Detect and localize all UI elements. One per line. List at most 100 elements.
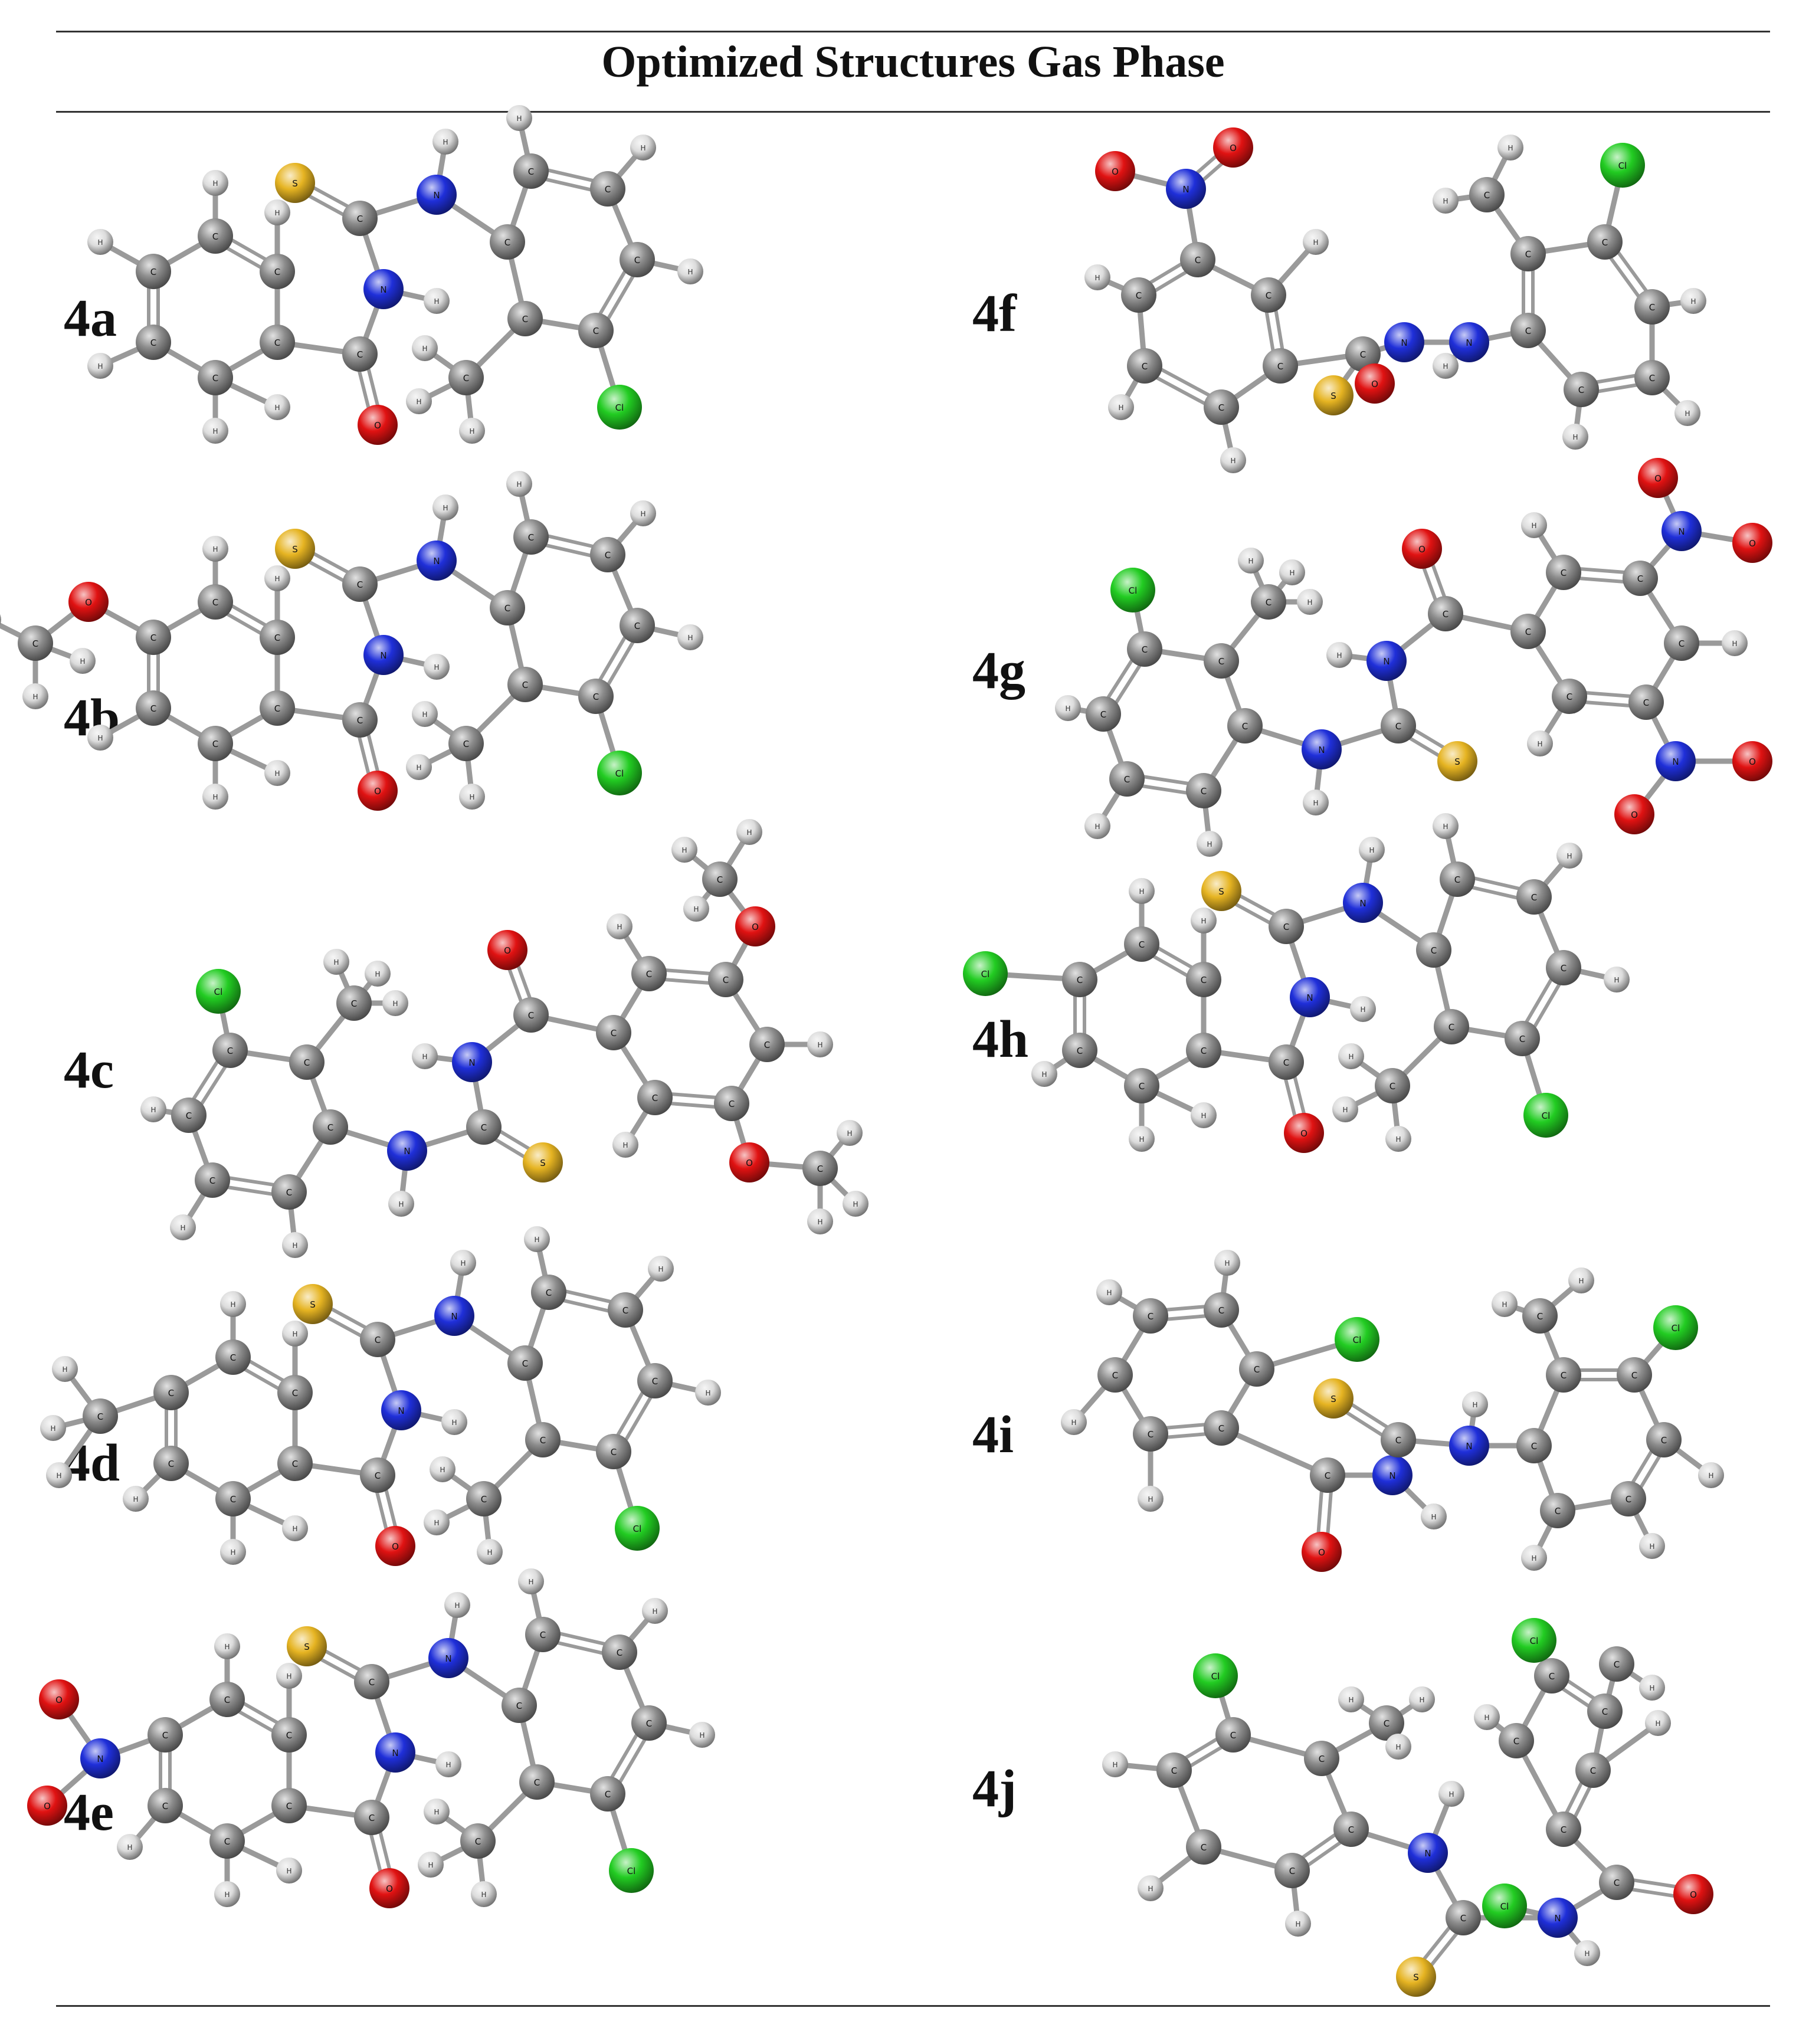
atom-c	[1416, 932, 1451, 968]
label-4j: 4j	[972, 1760, 1017, 1818]
atom-symbol: C	[304, 1057, 310, 1068]
atom-h	[1562, 424, 1588, 450]
atom-symbol: H	[392, 1000, 398, 1008]
atom-symbol: O	[504, 945, 511, 956]
atom-o	[369, 1868, 409, 1908]
atom-c	[1086, 696, 1121, 732]
atom-cl	[196, 969, 241, 1014]
atom-symbol: C	[327, 1122, 333, 1133]
atom-symbol: Cl	[627, 1866, 636, 1876]
atom-o	[729, 1142, 769, 1182]
atom-s	[1201, 871, 1241, 911]
atom-h	[87, 353, 113, 379]
table-bottom-rule	[56, 2005, 1770, 2007]
atom-cl	[597, 385, 642, 430]
atom-symbol: H	[1732, 640, 1737, 648]
atom-s	[293, 1284, 333, 1324]
atom-symbol: C	[1460, 1913, 1466, 1924]
atom-symbol: C	[593, 326, 599, 336]
atom-symbol: H	[422, 345, 427, 353]
atom-c	[171, 1098, 207, 1133]
atom-symbol: H	[1369, 846, 1374, 854]
atom-symbol: C	[605, 1789, 611, 1800]
atom-symbol: H	[1295, 1920, 1300, 1928]
atom-symbol: N	[1466, 338, 1472, 348]
atom-symbol: C	[1561, 568, 1567, 578]
atom-c	[1440, 862, 1475, 897]
atom-h	[424, 654, 450, 680]
atom-c	[1186, 1033, 1221, 1068]
atom-o	[1284, 1113, 1324, 1153]
atom-c	[1510, 236, 1546, 271]
atom-h	[1497, 135, 1523, 160]
atom-symbol: C	[475, 1836, 481, 1847]
atom-symbol: H	[1106, 1289, 1112, 1297]
atom-h	[1238, 548, 1264, 574]
atom-symbol: H	[1443, 823, 1448, 831]
atom-symbol: C	[1266, 290, 1271, 301]
atom-symbol: C	[652, 1093, 658, 1103]
atom-symbol: C	[1484, 190, 1490, 201]
atom-symbol: C	[1201, 1842, 1207, 1853]
atom-symbol: C	[1631, 1370, 1637, 1381]
atom-symbol: N	[404, 1146, 410, 1157]
atom-symbol: H	[1139, 1135, 1144, 1144]
atom-symbol: C	[150, 267, 156, 277]
atom-symbol: C	[1139, 1081, 1145, 1092]
atom-h	[430, 1456, 455, 1482]
atom-symbol: H	[212, 179, 218, 188]
atom-c	[466, 1109, 502, 1145]
atom-symbol: H	[440, 1466, 445, 1474]
atom-symbol: C	[1567, 692, 1572, 702]
atom-symbol: H	[1348, 1053, 1354, 1061]
atom-c	[1274, 1853, 1310, 1888]
atom-symbol: C	[1614, 1659, 1620, 1670]
atom-c	[1127, 631, 1162, 667]
atom-symbol: Cl	[633, 1524, 642, 1534]
atom-symbol: C	[168, 1388, 174, 1398]
atom-symbol: O	[1631, 810, 1638, 820]
atom-symbol: H	[746, 828, 752, 837]
atom-symbol: H	[1336, 651, 1342, 660]
atom-c	[1534, 1658, 1569, 1693]
atom-n	[1302, 729, 1342, 769]
atom-symbol: C	[209, 1175, 215, 1186]
atom-cl	[609, 1848, 654, 1893]
atom-h	[0, 614, 1, 625]
atom-symbol: Cl	[1353, 1335, 1362, 1345]
atom-c	[596, 1015, 631, 1050]
atom-c	[1540, 1493, 1575, 1528]
atom-c	[637, 1363, 673, 1398]
atom-symbol: C	[369, 1813, 375, 1823]
atom-symbol: N	[1383, 656, 1389, 667]
atom-symbol: H	[1690, 297, 1696, 306]
atom-h	[689, 1722, 715, 1748]
atom-symbol: C	[546, 1288, 552, 1298]
atom-o	[1302, 1532, 1342, 1572]
atom-symbol: C	[274, 267, 280, 277]
atom-h	[1421, 1503, 1447, 1529]
atom-c	[1499, 1723, 1534, 1758]
atom-symbol: C	[1230, 1730, 1236, 1741]
atom-symbol: C	[1602, 1706, 1608, 1717]
atom-symbol: C	[1519, 1034, 1525, 1044]
atom-c	[1369, 1705, 1404, 1741]
atom-symbol: H	[127, 1843, 132, 1852]
atom-symbol: C	[1254, 1364, 1260, 1375]
atom-c	[289, 1044, 325, 1080]
atom-c	[1546, 950, 1581, 985]
atom-symbol: C	[1201, 1046, 1207, 1056]
atom-h	[1604, 967, 1630, 992]
atom-symbol: O	[1690, 1889, 1697, 1900]
atom-symbol: O	[374, 786, 381, 797]
atom-c	[525, 1617, 561, 1652]
atom-o	[358, 405, 398, 445]
atom-h	[46, 1462, 72, 1488]
atom-symbol: C	[1148, 1429, 1153, 1440]
atom-symbol: C	[375, 1335, 381, 1345]
atom-symbol: H	[1395, 1135, 1401, 1144]
bond	[1218, 1425, 1330, 1478]
atom-symbol: C	[528, 532, 534, 543]
atom-c	[1204, 643, 1239, 679]
atom-h	[1285, 1911, 1311, 1937]
